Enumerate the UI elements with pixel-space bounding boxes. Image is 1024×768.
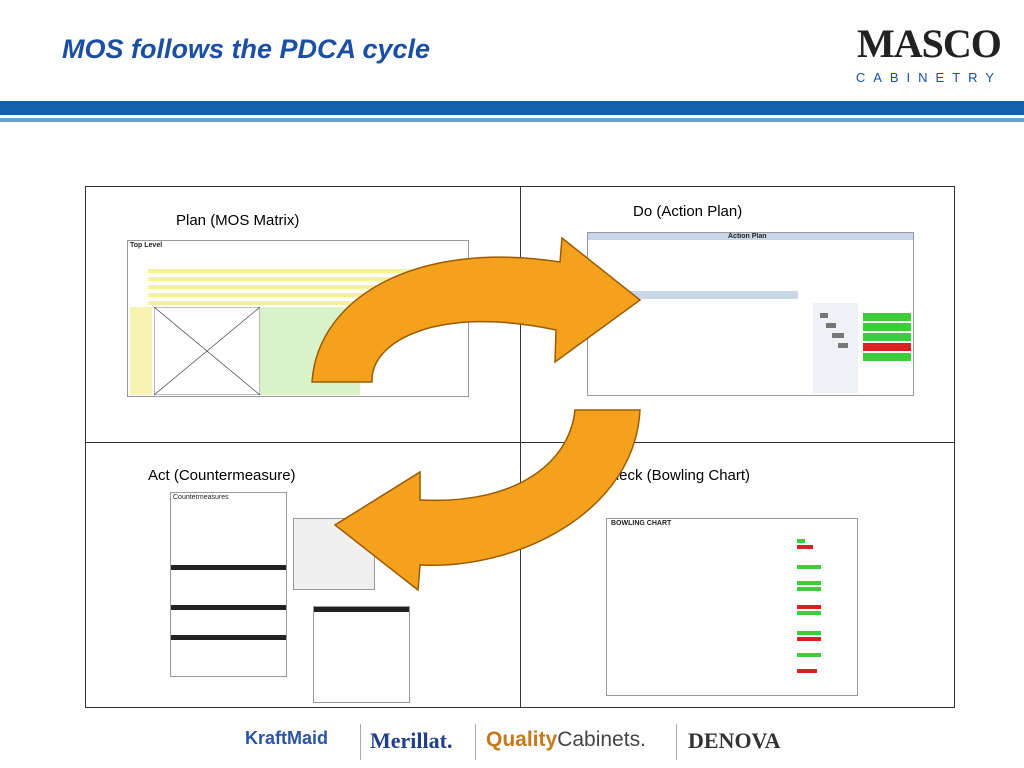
countermeasure-table-thumbnail: [313, 606, 410, 703]
cycle-arrow-bottom-icon: [333, 409, 641, 592]
brand-separator: [475, 724, 476, 760]
grid-divider-horizontal: [85, 442, 955, 443]
header-band: [0, 101, 1024, 115]
bowling-chart-caption: BOWLING CHART: [611, 520, 672, 527]
logo-sub-text: CABINETRY: [855, 70, 1002, 85]
check-label: Check (Bowling Chart): [600, 467, 751, 484]
cycle-arrow-top-icon: [311, 236, 642, 383]
brand-separator: [676, 724, 677, 760]
header-band-thin: [0, 118, 1024, 122]
masco-cabinetry-logo: MASCO CABINETRY: [855, 21, 1002, 86]
logo-main-text: MASCO: [856, 21, 1002, 66]
do-label: Do (Action Plan): [633, 203, 743, 220]
countermeasures-thumbnail: Countermeasures: [170, 492, 287, 677]
qualitycabinets-bold: Quality: [486, 728, 558, 751]
action-plan-thumbnail: Action Plan: [587, 232, 914, 396]
slide-title: MOS follows the PDCA cycle: [62, 34, 431, 64]
denova-logo: DENOVA: [688, 728, 781, 753]
kraftmaid-logo: KraftMaid: [245, 728, 329, 748]
qualitycabinets-logo: QualityCabinets.: [486, 728, 646, 752]
action-plan-caption: Action Plan: [728, 233, 767, 240]
merillat-logo: Merillat.: [370, 728, 453, 753]
mos-matrix-caption: Top Level: [130, 242, 163, 249]
bowling-chart-thumbnail: BOWLING CHART: [606, 518, 858, 696]
qualitycabinets-rest: Cabinets.: [557, 728, 646, 751]
countermeasures-caption: Countermeasures: [173, 494, 229, 501]
act-label: Act (Countermeasure): [148, 467, 296, 484]
brand-separator: [360, 724, 361, 760]
grid-divider-vertical: [520, 186, 521, 708]
plan-label: Plan (MOS Matrix): [176, 212, 300, 229]
